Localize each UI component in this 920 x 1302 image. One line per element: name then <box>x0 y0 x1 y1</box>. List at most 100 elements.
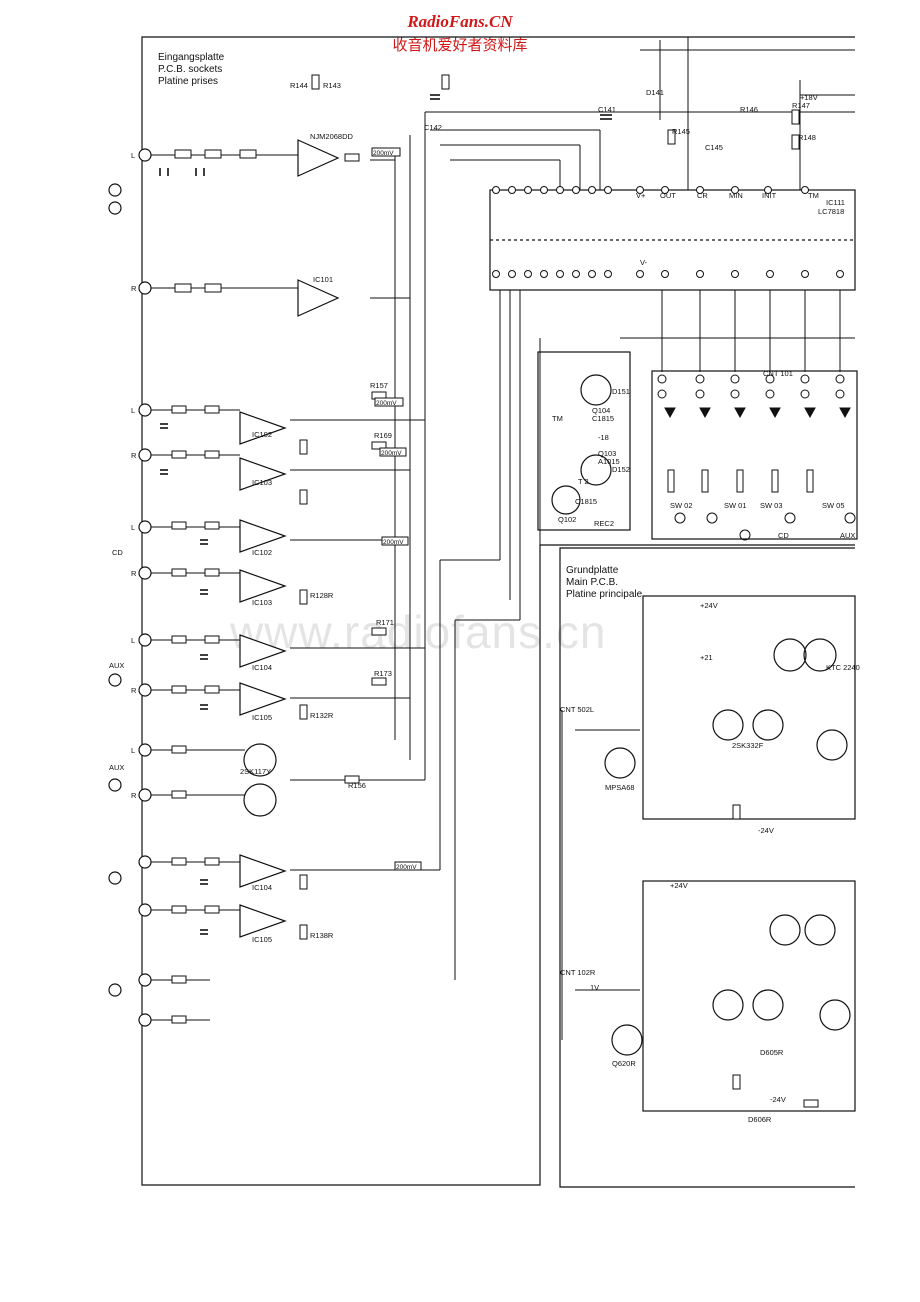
part-q620: Q620R <box>612 1059 636 1068</box>
jack-l-3: L <box>131 523 135 532</box>
jack-r-4: R <box>131 686 137 695</box>
part-cnt102: CNT 102R <box>560 968 596 977</box>
part-r156: R156 <box>348 781 366 790</box>
part-t2: T 2 <box>578 477 589 486</box>
main-board-outline <box>559 547 855 1188</box>
opamp-ic103a <box>239 457 287 491</box>
site-title: RadioFans.CN <box>407 12 513 31</box>
switch-board-outline <box>651 370 858 540</box>
led-row <box>664 407 851 419</box>
jack-r-1: R <box>131 284 137 293</box>
opamp-ic105b <box>239 904 287 938</box>
part-r146: R146 <box>740 105 758 114</box>
part-cnt502: CNT 502L <box>560 705 594 714</box>
board-outlines <box>141 36 858 1188</box>
part-d152: D152 <box>612 465 630 474</box>
rail-m24-b: -24V <box>770 1095 786 1104</box>
pin-out: OUT <box>660 191 676 200</box>
jack-aux-2: AUX <box>109 763 124 772</box>
input-board-line1: Eingangsplatte <box>158 52 225 63</box>
ic105b-label: IC105 <box>252 935 272 944</box>
rail-p24-b: +24V <box>670 881 688 890</box>
part-d605: D605R <box>760 1048 784 1057</box>
ic102b-label: IC102 <box>252 548 272 557</box>
level-tag-boxes <box>371 147 422 871</box>
part-r128: R128R <box>310 591 334 600</box>
part-r145: R145 <box>672 127 690 136</box>
ic103a-label: IC103 <box>252 478 272 487</box>
bus-wires <box>394 37 855 1040</box>
jack-l-5: L <box>131 746 135 755</box>
amp-block-1 <box>642 595 856 820</box>
opamp-ic101b <box>297 279 340 317</box>
opamp-ic103b <box>239 569 287 603</box>
part-r173: R173 <box>374 669 392 678</box>
part-c1815-a: C1815 <box>592 414 614 423</box>
main-board-line2: Main P.C.B. <box>566 577 619 588</box>
part-r148: R148 <box>798 133 816 142</box>
part-c142: C142 <box>424 123 442 132</box>
part-d606: D606R <box>748 1115 772 1124</box>
part-q104: Q104 <box>592 406 610 415</box>
sw-aux-label: AUX <box>840 531 855 540</box>
part-r157: R157 <box>370 381 388 390</box>
part-d141: D141 <box>646 88 664 97</box>
part-c145: C145 <box>705 143 723 152</box>
opamp-ic104b <box>239 854 287 888</box>
input-board-outline <box>141 36 855 1186</box>
part-r171: R171 <box>376 618 394 627</box>
level-tag-a: 200mV <box>373 150 394 157</box>
ic111-block <box>489 189 856 291</box>
lc7818-label: LC7818 <box>818 207 844 216</box>
pin-min: MIN <box>729 191 743 200</box>
opamp-ic104a <box>239 634 287 668</box>
main-board-label: Grundplatte Main P.C.B. Platine principa… <box>566 565 642 601</box>
input-jacks <box>138 148 152 1027</box>
part-r169: R169 <box>374 431 392 440</box>
rail-p21: +21 <box>700 653 713 662</box>
opamp-ic101a <box>297 139 340 177</box>
jack-l-4: L <box>131 636 135 645</box>
level-tag-c: 200mV <box>381 450 402 457</box>
ic111-label: IC111 <box>826 198 845 207</box>
pin-cr: CR <box>697 191 708 200</box>
rail-p18: +18V <box>800 93 818 102</box>
pin-vplus: V+ <box>636 191 646 200</box>
jack-l-1: L <box>131 151 135 160</box>
part-r138: R138R <box>310 931 334 940</box>
capacitors <box>159 94 612 935</box>
level-tag-b: 200mV <box>376 400 397 407</box>
part-r143: R143 <box>323 81 341 90</box>
sw03-label: SW 03 <box>760 501 783 510</box>
switch-row <box>667 469 856 541</box>
part-q102: Q102 <box>558 515 576 524</box>
jack-r-5: R <box>131 791 137 800</box>
signal-rows <box>151 154 440 1021</box>
part-ktc: KTC 2240 <box>826 663 860 672</box>
sw05-label: SW 05 <box>822 501 845 510</box>
jack-r-3: R <box>131 569 137 578</box>
pin-tm: TM <box>808 191 819 200</box>
sw02-label: SW 02 <box>670 501 693 510</box>
sw-cd-label: CD <box>778 531 789 540</box>
schematic-labels: IC101 NJM2068DD IC102 IC103 IC102 IC103 … <box>109 81 860 1124</box>
cnt101-row <box>657 374 845 399</box>
njm-label: NJM2068DD <box>310 132 354 141</box>
part-c141: C141 <box>598 105 616 114</box>
opamps <box>239 139 340 938</box>
part-cnt101: CNT 101 <box>763 369 793 378</box>
ic104b-label: IC104 <box>252 883 272 892</box>
ic104a-label: IC104 <box>252 663 272 672</box>
part-mps: MPSA68 <box>605 783 635 792</box>
resistors <box>171 74 819 1108</box>
part-a1015: A1015 <box>598 457 620 466</box>
main-board-line1: Grundplatte <box>566 565 619 576</box>
level-tag-d: 200mV <box>383 539 404 546</box>
ic103b-label: IC103 <box>252 598 272 607</box>
part-r132: R132R <box>310 711 334 720</box>
jack-aux-1: AUX <box>109 661 124 670</box>
part-q103: Q103 <box>598 449 616 458</box>
ground-symbols <box>108 183 122 997</box>
part-r147: R147 <box>792 101 810 110</box>
